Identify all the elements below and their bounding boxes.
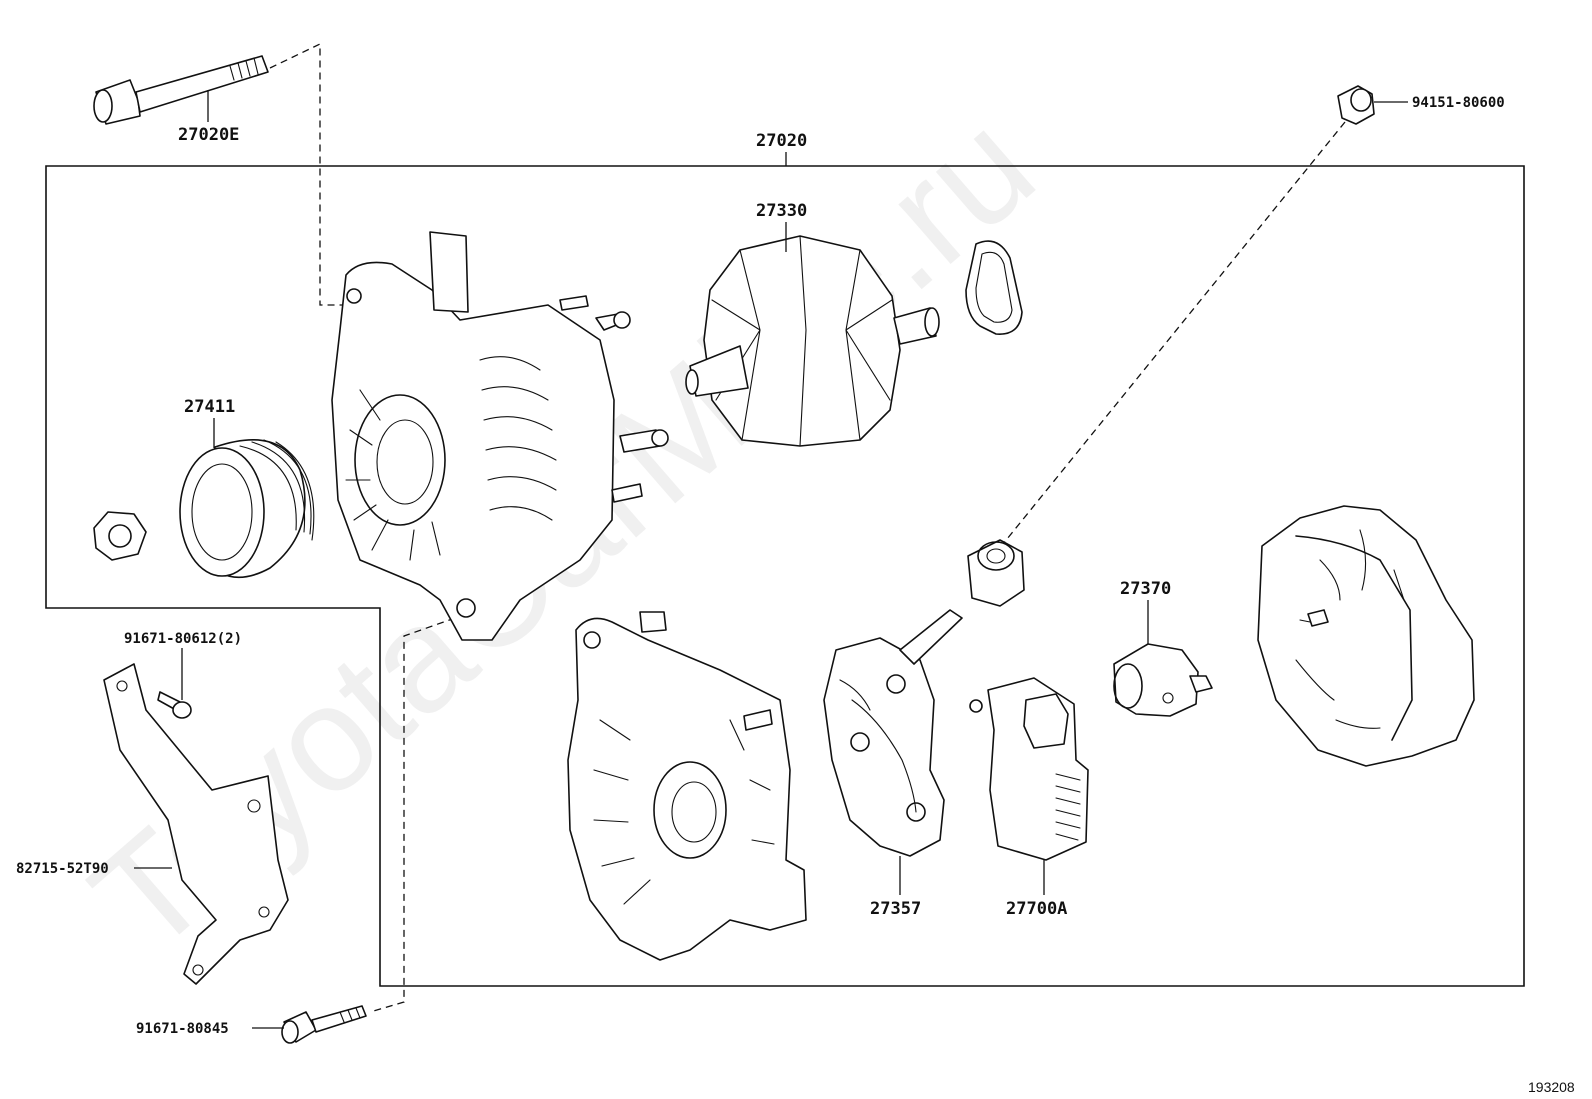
rotor-27330-icon xyxy=(685,235,940,447)
pulley-nut-icon xyxy=(93,511,147,561)
brush-holder-27370-icon xyxy=(1113,643,1213,717)
label-91671-80845: 91671-80845 xyxy=(136,1021,229,1037)
bolt-27020e-icon xyxy=(93,55,269,125)
label-27700a: 27700A xyxy=(1006,899,1067,919)
label-27370: 27370 xyxy=(1120,579,1171,599)
rectifier-27357-icon xyxy=(823,609,963,857)
pulley-27411-icon xyxy=(179,439,315,579)
bolt-bottom-guide-line xyxy=(369,617,456,1013)
rear-end-frame-icon xyxy=(567,611,807,961)
label-94151-80600: 94151-80600 xyxy=(1412,95,1505,111)
bolt-guide-line xyxy=(269,42,352,306)
label-91671-80612: 91671-80612(2) xyxy=(124,631,242,647)
label-27330: 27330 xyxy=(756,201,807,221)
cap-guide-line xyxy=(989,121,1346,561)
drive-end-frame-icon xyxy=(331,231,669,641)
terminal-insulator-icon xyxy=(967,539,1025,607)
label-27020e: 27020E xyxy=(178,125,239,145)
screw-91671-80612-icon xyxy=(157,691,192,719)
o-ring-seal-icon xyxy=(965,240,1023,335)
illustration-code: 193208 xyxy=(1528,1079,1575,1095)
label-27411: 27411 xyxy=(184,397,235,417)
bolt-91671-80845-icon xyxy=(281,1005,367,1044)
label-27357: 27357 xyxy=(870,899,921,919)
label-82715-52t90: 82715-52T90 xyxy=(16,861,109,877)
regulator-27700a-icon xyxy=(969,677,1089,861)
cap-94151-icon xyxy=(1337,85,1375,125)
bracket-82715-icon xyxy=(103,663,289,985)
label-27020: 27020 xyxy=(756,131,807,151)
rear-end-cover-icon xyxy=(1257,505,1475,767)
assembly-frame xyxy=(45,165,1525,987)
